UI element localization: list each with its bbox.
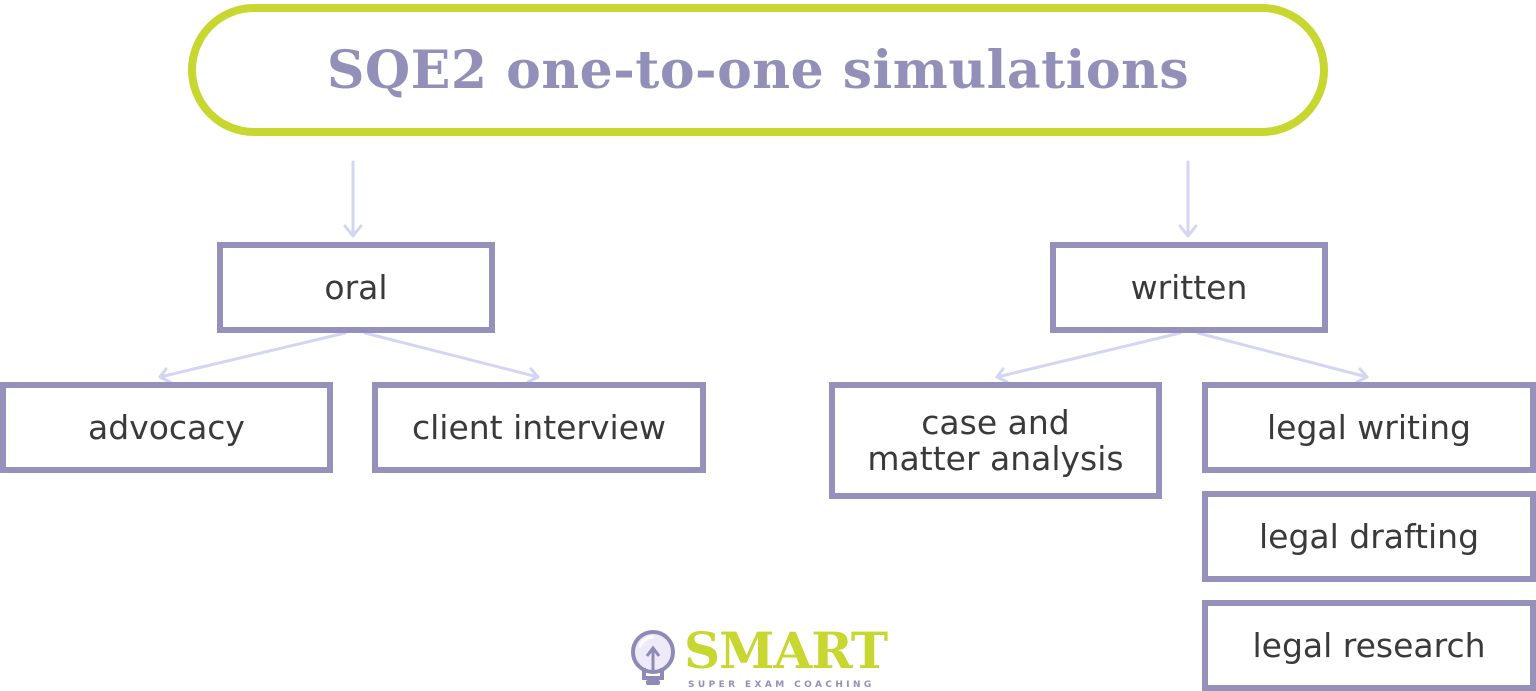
node-written: written bbox=[1050, 242, 1328, 333]
node-legal-writing-label: legal writing bbox=[1267, 407, 1471, 447]
diagram-title: SQE2 one-to-one simulations bbox=[326, 39, 1190, 101]
node-legal-research-label: legal research bbox=[1252, 625, 1486, 665]
lightbulb-icon bbox=[631, 630, 675, 685]
title-pill: SQE2 one-to-one simulations bbox=[188, 4, 1328, 136]
logo-tagline: SUPER EXAM COACHING bbox=[688, 680, 875, 690]
node-case-and-matter-line1: case and bbox=[921, 402, 1070, 442]
node-legal-research: legal research bbox=[1202, 600, 1536, 691]
node-advocacy-label: advocacy bbox=[88, 407, 245, 447]
node-client-interview-label: client interview bbox=[411, 407, 666, 447]
node-legal-drafting-label: legal drafting bbox=[1258, 516, 1480, 556]
node-advocacy: advocacy bbox=[0, 382, 333, 473]
logo-wordmark: SMART bbox=[684, 621, 888, 680]
node-legal-drafting: legal drafting bbox=[1202, 491, 1536, 582]
smart-logo: SMART SUPER EXAM COACHING bbox=[628, 622, 898, 690]
node-case-and-matter-analysis: case and matter analysis bbox=[829, 382, 1162, 499]
node-oral-label: oral bbox=[324, 267, 388, 307]
node-client-interview: client interview bbox=[372, 382, 706, 473]
node-legal-writing: legal writing bbox=[1202, 382, 1536, 473]
node-written-label: written bbox=[1130, 267, 1248, 307]
node-oral: oral bbox=[217, 242, 495, 333]
node-case-and-matter-line2: matter analysis bbox=[867, 438, 1124, 478]
